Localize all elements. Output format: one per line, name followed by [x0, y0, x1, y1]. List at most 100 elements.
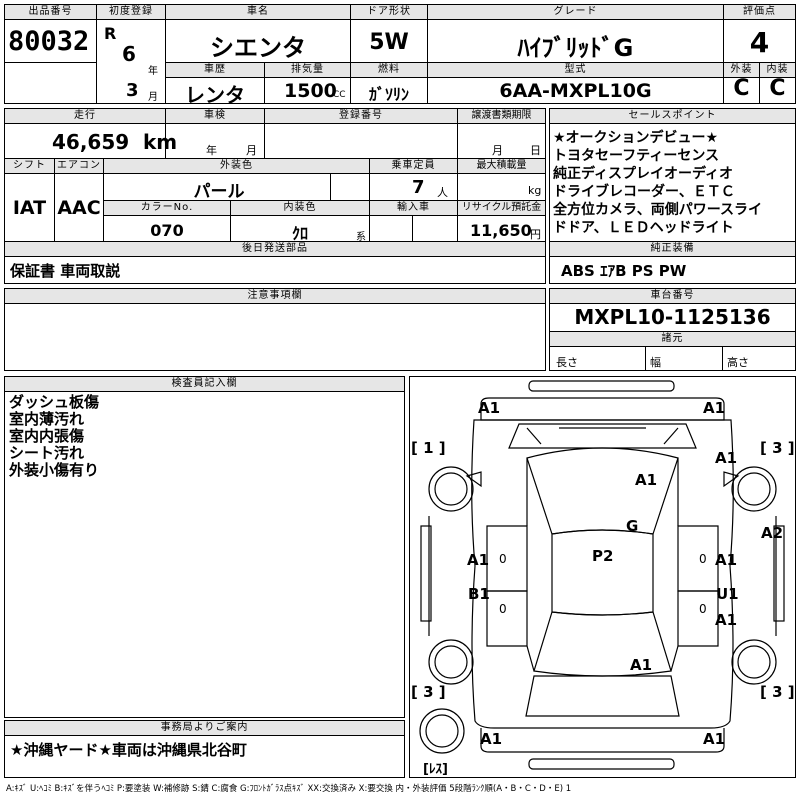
- width-label: 幅: [650, 356, 661, 369]
- rear-left-tire-shape: [428, 639, 474, 685]
- grade: ﾊｲﾌﾞﾘｯﾄﾞG: [517, 34, 634, 62]
- inspector-note: シート汚れ: [9, 444, 85, 462]
- inspector-note: 外装小傷有り: [9, 461, 100, 479]
- model: 6AA-MXPL10G: [499, 80, 652, 102]
- office-text: ★沖縄ヤード★車両は沖縄県北谷町: [10, 741, 247, 759]
- import-header: 輸入車: [370, 201, 457, 216]
- sales-line: ドドア、ＬＥＤヘッドライト: [553, 220, 734, 236]
- transfer-day-unit: 日: [530, 144, 541, 157]
- door-header: ドア形状: [351, 5, 427, 20]
- history-header: 車歴: [166, 63, 264, 78]
- car-diagram: [419, 380, 785, 770]
- ac-header: エアコン: [55, 159, 103, 174]
- shift-header: シフト: [5, 159, 54, 174]
- km-unit: km: [143, 130, 178, 154]
- sales-line: 全方位カメラ、両側パワースライ: [553, 202, 763, 218]
- sales-line: 純正ディスプレイオーディオ: [553, 166, 734, 182]
- body-outline-shape: [471, 419, 734, 729]
- shift: IAT: [12, 197, 47, 219]
- era: R: [104, 24, 117, 43]
- inspector-note: 室内内張傷: [9, 427, 85, 445]
- damage-mark: A1: [467, 551, 490, 569]
- score: 4: [749, 26, 770, 59]
- sales-line: ドライブレコーダー、ＥＴＣ: [553, 184, 735, 200]
- transfer-header: 譲渡書類期限: [458, 109, 545, 124]
- caution-header: 注意事項欄: [5, 289, 545, 304]
- rear-glass-shape: [533, 611, 672, 677]
- front-right-tire-shape: [731, 466, 777, 512]
- tire-tread-fl: [ 1 ]: [411, 439, 446, 457]
- mileage-header: 走行: [5, 109, 165, 124]
- equipment: ABS ｴｱB PS PW: [561, 262, 687, 280]
- inspector-note: 室内薄汚れ: [9, 410, 85, 428]
- rear-right-tire-shape: [731, 639, 777, 685]
- first-reg-header: 初度登録: [97, 5, 165, 20]
- left-front-door-shape: [486, 525, 528, 592]
- trunk-shape: [525, 675, 680, 717]
- car-name: シエンタ: [210, 34, 306, 62]
- later-parts-header: 後日発送部品: [5, 242, 545, 257]
- year-unit: 年: [148, 66, 158, 77]
- reg-year: 6: [122, 42, 136, 66]
- door-type: 5W: [369, 30, 409, 55]
- office-header: 事務局よりご案内: [5, 721, 404, 736]
- windshield-shape: [526, 447, 679, 535]
- exterior-header: 外装: [724, 63, 759, 78]
- exterior-grade: C: [733, 76, 750, 101]
- color-header: 外装色: [104, 159, 369, 174]
- fuel-header: 燃料: [351, 63, 427, 78]
- damage-mark: U1: [716, 585, 739, 603]
- rear-bumper-shape: [528, 758, 675, 770]
- fuel: ｶﾞｿﾘﾝ: [368, 85, 409, 104]
- zero-mark: 0: [699, 552, 707, 566]
- model-header: 型式: [428, 63, 723, 78]
- capacity: 7: [412, 177, 425, 198]
- kg-unit: kg: [528, 184, 542, 197]
- inspector-note: ダッシュ板傷: [9, 393, 100, 411]
- dims-header: 諸元: [550, 332, 795, 347]
- chassis-header: 車台番号: [550, 289, 795, 304]
- grade-header: グレード: [428, 5, 723, 20]
- displacement-header: 排気量: [265, 63, 350, 78]
- reg-no-header: 登録番号: [265, 109, 457, 124]
- right-front-door-shape: [677, 525, 719, 592]
- sales-line: トヨタセーフティーセンス: [553, 148, 720, 164]
- damage-mark: A1: [478, 399, 501, 417]
- month-unit: 月: [148, 92, 158, 103]
- sales-point-header: セールスポイント: [550, 109, 795, 124]
- spare-tire-label: [ﾚｽ]: [423, 762, 448, 777]
- yen-unit: 円: [530, 228, 541, 241]
- zero-mark: 0: [499, 602, 507, 616]
- lot-number: 80032: [8, 26, 90, 57]
- zero-mark: 0: [699, 602, 707, 616]
- displacement: 1500: [284, 80, 337, 102]
- color: パール: [193, 182, 245, 202]
- insp-year-unit: 年: [206, 144, 217, 157]
- damage-mark: A1: [715, 449, 738, 467]
- damage-mark: A1: [703, 399, 726, 417]
- chassis-number: MXPL10-1125136: [574, 305, 771, 329]
- insp-month-unit: 月: [246, 144, 257, 157]
- tire-tread-rr: [ 3 ]: [760, 683, 795, 701]
- interior-header: 内装: [760, 63, 795, 78]
- length-label: 長さ: [556, 356, 578, 369]
- capacity-header: 乗車定員: [370, 159, 457, 174]
- car-name-header: 車名: [166, 5, 350, 20]
- interior-grade: C: [769, 76, 786, 101]
- history: レンタ: [185, 83, 245, 107]
- tire-tread-fr: [ 3 ]: [760, 439, 795, 457]
- cc-unit: CC: [333, 90, 346, 100]
- sales-point-list: ★オークションデビュー★ トヨタセーフティーセンス 純正ディスプレイオーディオ …: [553, 129, 762, 237]
- height-label: 高さ: [727, 356, 749, 369]
- score-header: 評価点: [724, 5, 795, 20]
- damage-mark: A1: [715, 551, 738, 569]
- roof-shape: [551, 529, 654, 616]
- color-no-header: カラーNo.: [104, 201, 230, 216]
- int-color: ｸﾛ: [291, 224, 308, 243]
- header-panel: [4, 4, 796, 104]
- sales-line: ★オークションデビュー★: [553, 130, 719, 146]
- inspector-panel: [4, 376, 405, 718]
- damage-mark: A2: [761, 524, 784, 542]
- ac: AAC: [57, 197, 101, 219]
- lot-number-header: 出品番号: [5, 5, 96, 20]
